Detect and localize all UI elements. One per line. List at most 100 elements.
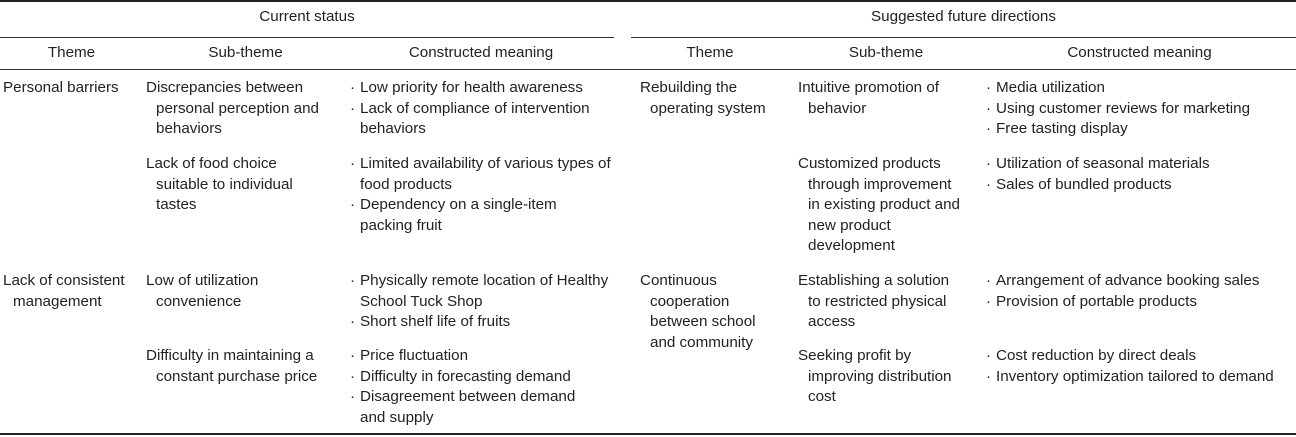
group-rule-current <box>0 37 614 38</box>
bullet-icon: · <box>986 79 992 96</box>
bullet-icon: · <box>986 155 992 172</box>
future-theme-rebuilding: Rebuilding the operating system <box>640 78 766 119</box>
theme-label: Personal barriers <box>3 79 119 96</box>
bullet-icon: · <box>350 367 356 385</box>
theme-label-line: Lack of consistent <box>3 272 125 289</box>
subtheme-line: suitable to individual <box>156 175 293 193</box>
meaning-item: ·Free tasting display <box>986 119 1250 140</box>
theme-label-line: between school <box>650 313 756 330</box>
bullet-icon: · <box>986 120 992 137</box>
meaning-item: ·Short shelf life of fruits <box>350 312 608 333</box>
future-meaning-1: ·Media utilization ·Using customer revie… <box>986 78 1250 140</box>
subtheme-line: Seeking profit by <box>798 347 912 364</box>
meaning-item: ·Low priority for health awareness <box>350 78 590 99</box>
subtheme-line: new product <box>808 216 891 234</box>
meaning-item: ·Inventory optimization tailored to dema… <box>986 367 1274 388</box>
current-meaning-1: ·Low priority for health awareness ·Lack… <box>350 78 590 140</box>
current-theme-personal-barriers: Personal barriers <box>3 78 119 99</box>
subtheme-line: Discrepancies between <box>146 79 304 96</box>
subtheme-line: improving distribution <box>808 367 952 385</box>
col-theme-current: Theme <box>47 44 96 61</box>
col-meaning-future: Constructed meaning <box>1067 44 1212 61</box>
subtheme-line: convenience <box>156 292 242 310</box>
current-subtheme-2: Lack of food choice suitable to individu… <box>146 154 293 216</box>
future-meaning-4: ·Cost reduction by direct deals ·Invento… <box>986 346 1274 387</box>
meaning-item: ·Using customer reviews for marketing <box>986 99 1250 120</box>
col-subtheme-future: Sub-theme <box>848 44 924 61</box>
bullet-icon: · <box>350 313 356 330</box>
meaning-item: ·Cost reduction by direct deals <box>986 346 1274 367</box>
theme-label-line: cooperation <box>650 292 730 310</box>
header-rule <box>0 69 1296 70</box>
future-subtheme-4: Seeking profit by improving distribution… <box>798 346 952 408</box>
subtheme-line: constant purchase price <box>156 367 318 385</box>
meaning-item: ·Difficulty in forecasting demand <box>350 367 575 388</box>
bullet-icon: · <box>350 196 356 213</box>
subtheme-line: Customized products <box>798 155 941 172</box>
theme-label-line: and community <box>650 333 753 351</box>
meaning-item: ·Media utilization <box>986 78 1250 99</box>
bottom-rule <box>0 433 1296 435</box>
future-meaning-3: ·Arrangement of advance booking sales ·P… <box>986 271 1259 312</box>
current-subtheme-4: Difficulty in maintaining a constant pur… <box>146 346 317 387</box>
bullet-icon: · <box>350 347 356 364</box>
subtheme-line: cost <box>808 388 836 405</box>
subtheme-line: behaviors <box>156 120 222 137</box>
meaning-item: ·Limited availability of various types o… <box>350 155 611 193</box>
subtheme-line: behavior <box>808 99 867 117</box>
group-rule-future <box>631 37 1296 38</box>
subtheme-line: development <box>808 237 895 254</box>
theme-label-line: operating system <box>650 99 766 117</box>
header-future-directions: Suggested future directions <box>871 8 1056 25</box>
subtheme-line: access <box>808 313 856 330</box>
future-theme-cooperation: Continuous cooperation between school an… <box>640 271 756 353</box>
subtheme-line: Intuitive promotion of <box>798 79 939 96</box>
bullet-icon: · <box>986 367 992 385</box>
subtheme-line: in existing product and <box>808 196 960 213</box>
current-meaning-2: ·Limited availability of various types o… <box>350 154 611 236</box>
header-current-status: Current status <box>259 8 355 25</box>
current-subtheme-3: Low of utilization convenience <box>146 271 258 312</box>
meaning-item: ·Utilization of seasonal materials <box>986 154 1210 175</box>
subtheme-line: Difficulty in maintaining a <box>146 347 314 364</box>
bullet-icon: · <box>350 155 356 172</box>
meaning-item: ·Provision of portable products <box>986 292 1259 313</box>
bullet-icon: · <box>986 99 992 117</box>
future-subtheme-1: Intuitive promotion of behavior <box>798 78 939 119</box>
current-meaning-4: ·Price fluctuation ·Difficulty in foreca… <box>350 346 575 428</box>
bullet-icon: · <box>986 347 992 364</box>
top-rule <box>0 0 1296 2</box>
meaning-item: ·Price fluctuation <box>350 346 575 367</box>
future-meaning-2: ·Utilization of seasonal materials ·Sale… <box>986 154 1210 195</box>
current-theme-lack-of-management: Lack of consistent management <box>3 271 125 312</box>
bullet-icon: · <box>350 272 356 289</box>
subtheme-line: Establishing a solution <box>798 272 950 289</box>
meaning-item: ·Arrangement of advance booking sales <box>986 271 1259 292</box>
bullet-icon: · <box>986 175 992 193</box>
subtheme-line: to restricted physical <box>808 292 947 310</box>
subtheme-line: Low of utilization <box>146 272 259 289</box>
meaning-item: ·Sales of bundled products <box>986 175 1210 196</box>
col-meaning-current: Constructed meaning <box>408 44 554 61</box>
theme-label-line: management <box>13 292 102 310</box>
bullet-icon: · <box>350 99 356 117</box>
future-subtheme-3: Establishing a solution to restricted ph… <box>798 271 949 333</box>
bullet-icon: · <box>350 79 356 96</box>
subtheme-line: personal perception and <box>156 99 319 117</box>
future-subtheme-2: Customized products through improvement … <box>798 154 960 257</box>
theme-label-line: Continuous <box>640 272 717 289</box>
subtheme-line: through improvement <box>808 175 952 193</box>
subtheme-line: Lack of food choice <box>146 155 277 172</box>
col-theme-future: Theme <box>686 44 734 61</box>
col-subtheme-current: Sub-theme <box>208 44 283 61</box>
bullet-icon: · <box>986 292 992 310</box>
subtheme-line: tastes <box>156 196 197 213</box>
current-subtheme-1: Discrepancies between personal perceptio… <box>146 78 319 140</box>
theme-label-line: Rebuilding the <box>640 79 738 96</box>
